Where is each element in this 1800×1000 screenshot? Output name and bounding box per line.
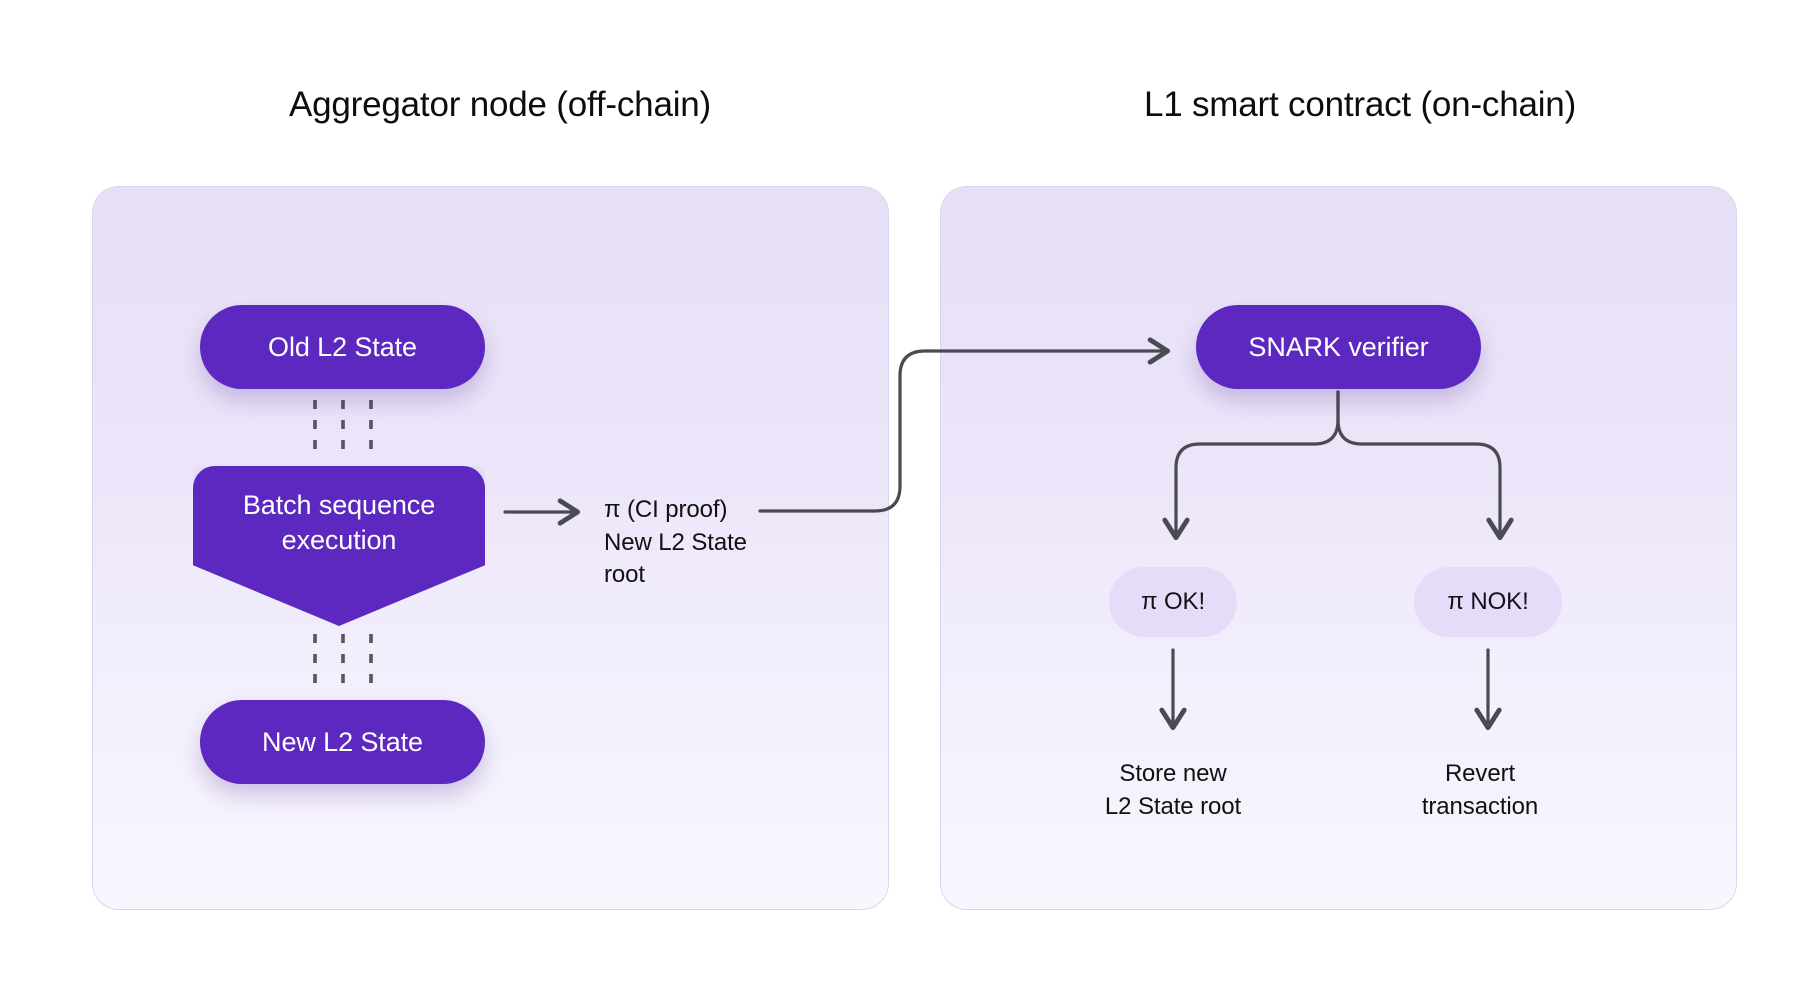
panel-title-l1-contract: L1 smart contract (on-chain): [1143, 85, 1577, 124]
node-snark-verifier[interactable]: SNARK verifier: [1196, 305, 1481, 389]
annotation-revert-result: Revert transaction: [1370, 758, 1590, 823]
badge-proof-ok[interactable]: π OK!: [1109, 567, 1237, 637]
node-batch-label: Batch sequence execution: [193, 488, 485, 557]
panel-title-aggregator: Aggregator node (off-chain): [289, 85, 711, 124]
annotation-store-line2: L2 State root: [1104, 792, 1242, 820]
badge-proof-nok[interactable]: π NOK!: [1414, 567, 1562, 637]
node-new-l2-state[interactable]: New L2 State: [200, 700, 485, 784]
node-batch-sequence-execution[interactable]: Batch sequence execution: [193, 466, 485, 626]
annotation-store-result: Store new L2 State root: [1063, 758, 1283, 823]
annotation-proof-line3: root: [604, 561, 645, 589]
annotation-proof-line2: New L2 State: [604, 528, 747, 556]
annotation-proof-line1: π (CI proof): [604, 496, 728, 523]
annotation-revert-line1: Revert: [1444, 760, 1516, 787]
annotation-store-line1: Store new: [1119, 760, 1227, 787]
node-old-l2-state[interactable]: Old L2 State: [200, 305, 485, 389]
annotation-proof-output: π (CI proof) New L2 State root: [604, 494, 834, 592]
panel-l1-contract: [941, 187, 1736, 909]
annotation-revert-line2: transaction: [1421, 792, 1539, 820]
node-batch-label-line2: execution: [281, 524, 397, 555]
node-batch-label-line1: Batch sequence: [242, 490, 436, 520]
